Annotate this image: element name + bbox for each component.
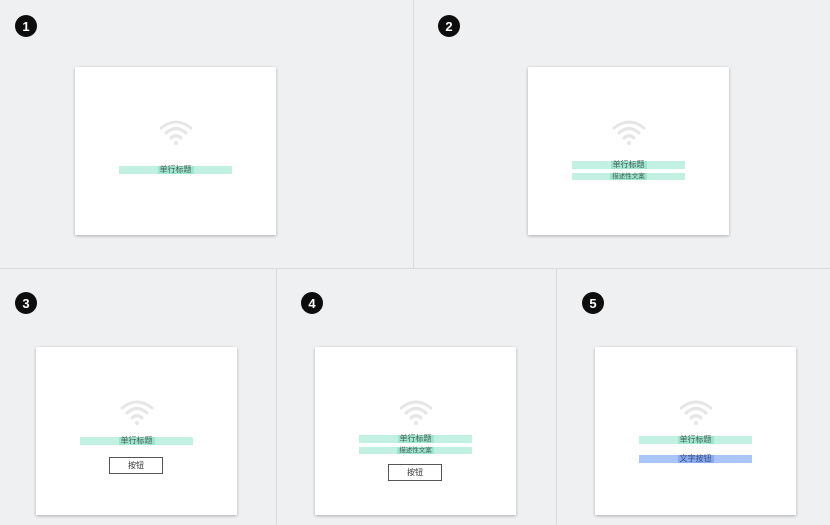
divider [413,0,414,268]
wifi-icon [399,400,433,425]
title-text: 单行标题 [397,434,434,443]
wifi-icon [612,120,646,145]
title-text: 单行标题 [157,165,194,174]
description-text: 描述性文案 [610,173,647,180]
title-highlight: 单行标题 [359,435,472,443]
step-badge: 3 [15,292,37,314]
divider [0,268,830,269]
step-badge: 1 [15,15,37,37]
title-highlight: 单行标题 [572,161,685,169]
wifi-icon [120,400,154,425]
empty-state-card: 单行标题 文字按钮 [595,347,796,515]
divider [556,269,557,525]
empty-state-card: 单行标题 [75,67,276,235]
title-highlight: 单行标题 [639,436,752,444]
step-badge: 5 [582,292,604,314]
title-highlight: 单行标题 [80,437,193,445]
title-text: 单行标题 [610,160,647,169]
action-button[interactable]: 按钮 [388,464,442,481]
wifi-icon [159,120,193,145]
text-button-highlight[interactable]: 文字按钮 [639,455,752,463]
wifi-icon [679,400,713,425]
divider [276,269,277,525]
description-highlight: 描述性文案 [572,173,685,180]
title-text: 单行标题 [677,435,714,444]
step-badge: 4 [301,292,323,314]
title-highlight: 单行标题 [119,166,232,174]
empty-state-card: 单行标题 描述性文案 按钮 [315,347,516,515]
description-highlight: 描述性文案 [359,447,472,454]
title-text: 单行标题 [118,436,155,445]
description-text: 描述性文案 [397,447,434,454]
step-badge: 2 [438,15,460,37]
empty-state-card: 单行标题 描述性文案 [528,67,729,235]
text-button[interactable]: 文字按钮 [677,454,714,463]
action-button[interactable]: 按钮 [109,457,163,474]
empty-state-card: 单行标题 按钮 [36,347,237,515]
